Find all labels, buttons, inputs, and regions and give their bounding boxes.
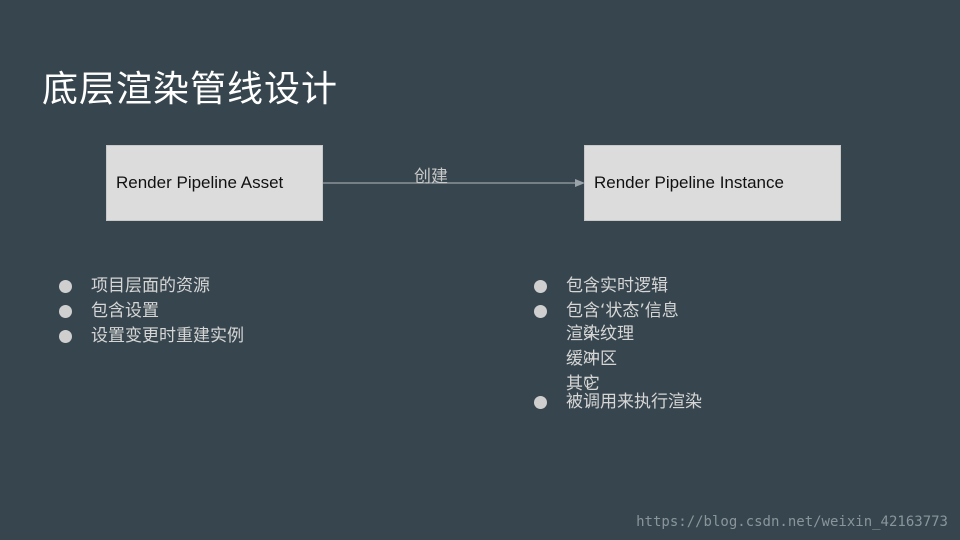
bullet-dot-icon <box>534 280 547 293</box>
bullet-ring-icon <box>584 377 593 388</box>
arrow-head <box>575 179 585 187</box>
render-pipeline-instance-label: Render Pipeline Instance <box>594 173 784 192</box>
bullet-dot-icon <box>534 305 547 318</box>
bullet-text: 包含实时逻辑 <box>566 276 668 296</box>
list-item: 被调用来执行渲染 <box>533 390 702 415</box>
bullet-text: 设置变更时重建实例 <box>91 326 244 346</box>
render-pipeline-asset-label: Render Pipeline Asset <box>116 173 284 192</box>
state-sub-list: 渲染纹理 缓冲区 其它 <box>533 322 634 397</box>
sub-list-item: 缓冲区 <box>533 347 634 372</box>
create-arrow <box>323 179 585 187</box>
bullet-ring-icon <box>584 327 593 338</box>
instance-bullet-list-tail: 被调用来执行渲染 <box>533 390 702 415</box>
bullet-text: 包含‘状态’信息 <box>566 301 679 321</box>
bullet-text: 被调用来执行渲染 <box>566 392 702 412</box>
bullet-text: 包含设置 <box>91 301 159 321</box>
render-pipeline-asset-box: Render Pipeline Asset <box>106 145 323 221</box>
instance-bullet-list: 包含实时逻辑 包含‘状态’信息 <box>533 274 679 324</box>
list-item: 包含实时逻辑 <box>533 274 679 299</box>
bullet-dot-icon <box>59 280 72 293</box>
asset-bullet-list: 项目层面的资源 包含设置 设置变更时重建实例 <box>58 274 244 349</box>
list-item: 包含‘状态’信息 <box>533 299 679 324</box>
bullet-dot-icon <box>59 305 72 318</box>
render-pipeline-instance-box: Render Pipeline Instance <box>584 145 841 221</box>
bullet-ring-icon <box>584 352 593 363</box>
arrow-label: 创建 <box>414 167 448 187</box>
slide-title: 底层渲染管线设计 <box>42 69 339 110</box>
bullet-dot-icon <box>534 396 547 409</box>
list-item: 包含设置 <box>58 299 244 324</box>
sub-item-text: 渲染纹理 <box>566 324 634 344</box>
list-item: 设置变更时重建实例 <box>58 324 244 349</box>
bullet-text: 项目层面的资源 <box>91 276 210 296</box>
sub-list-item: 渲染纹理 <box>533 322 634 347</box>
sub-list-item: 其它 <box>533 372 634 397</box>
watermark-url: https://blog.csdn.net/weixin_42163773 <box>636 514 948 530</box>
bullet-dot-icon <box>59 330 72 343</box>
list-item: 项目层面的资源 <box>58 274 244 299</box>
